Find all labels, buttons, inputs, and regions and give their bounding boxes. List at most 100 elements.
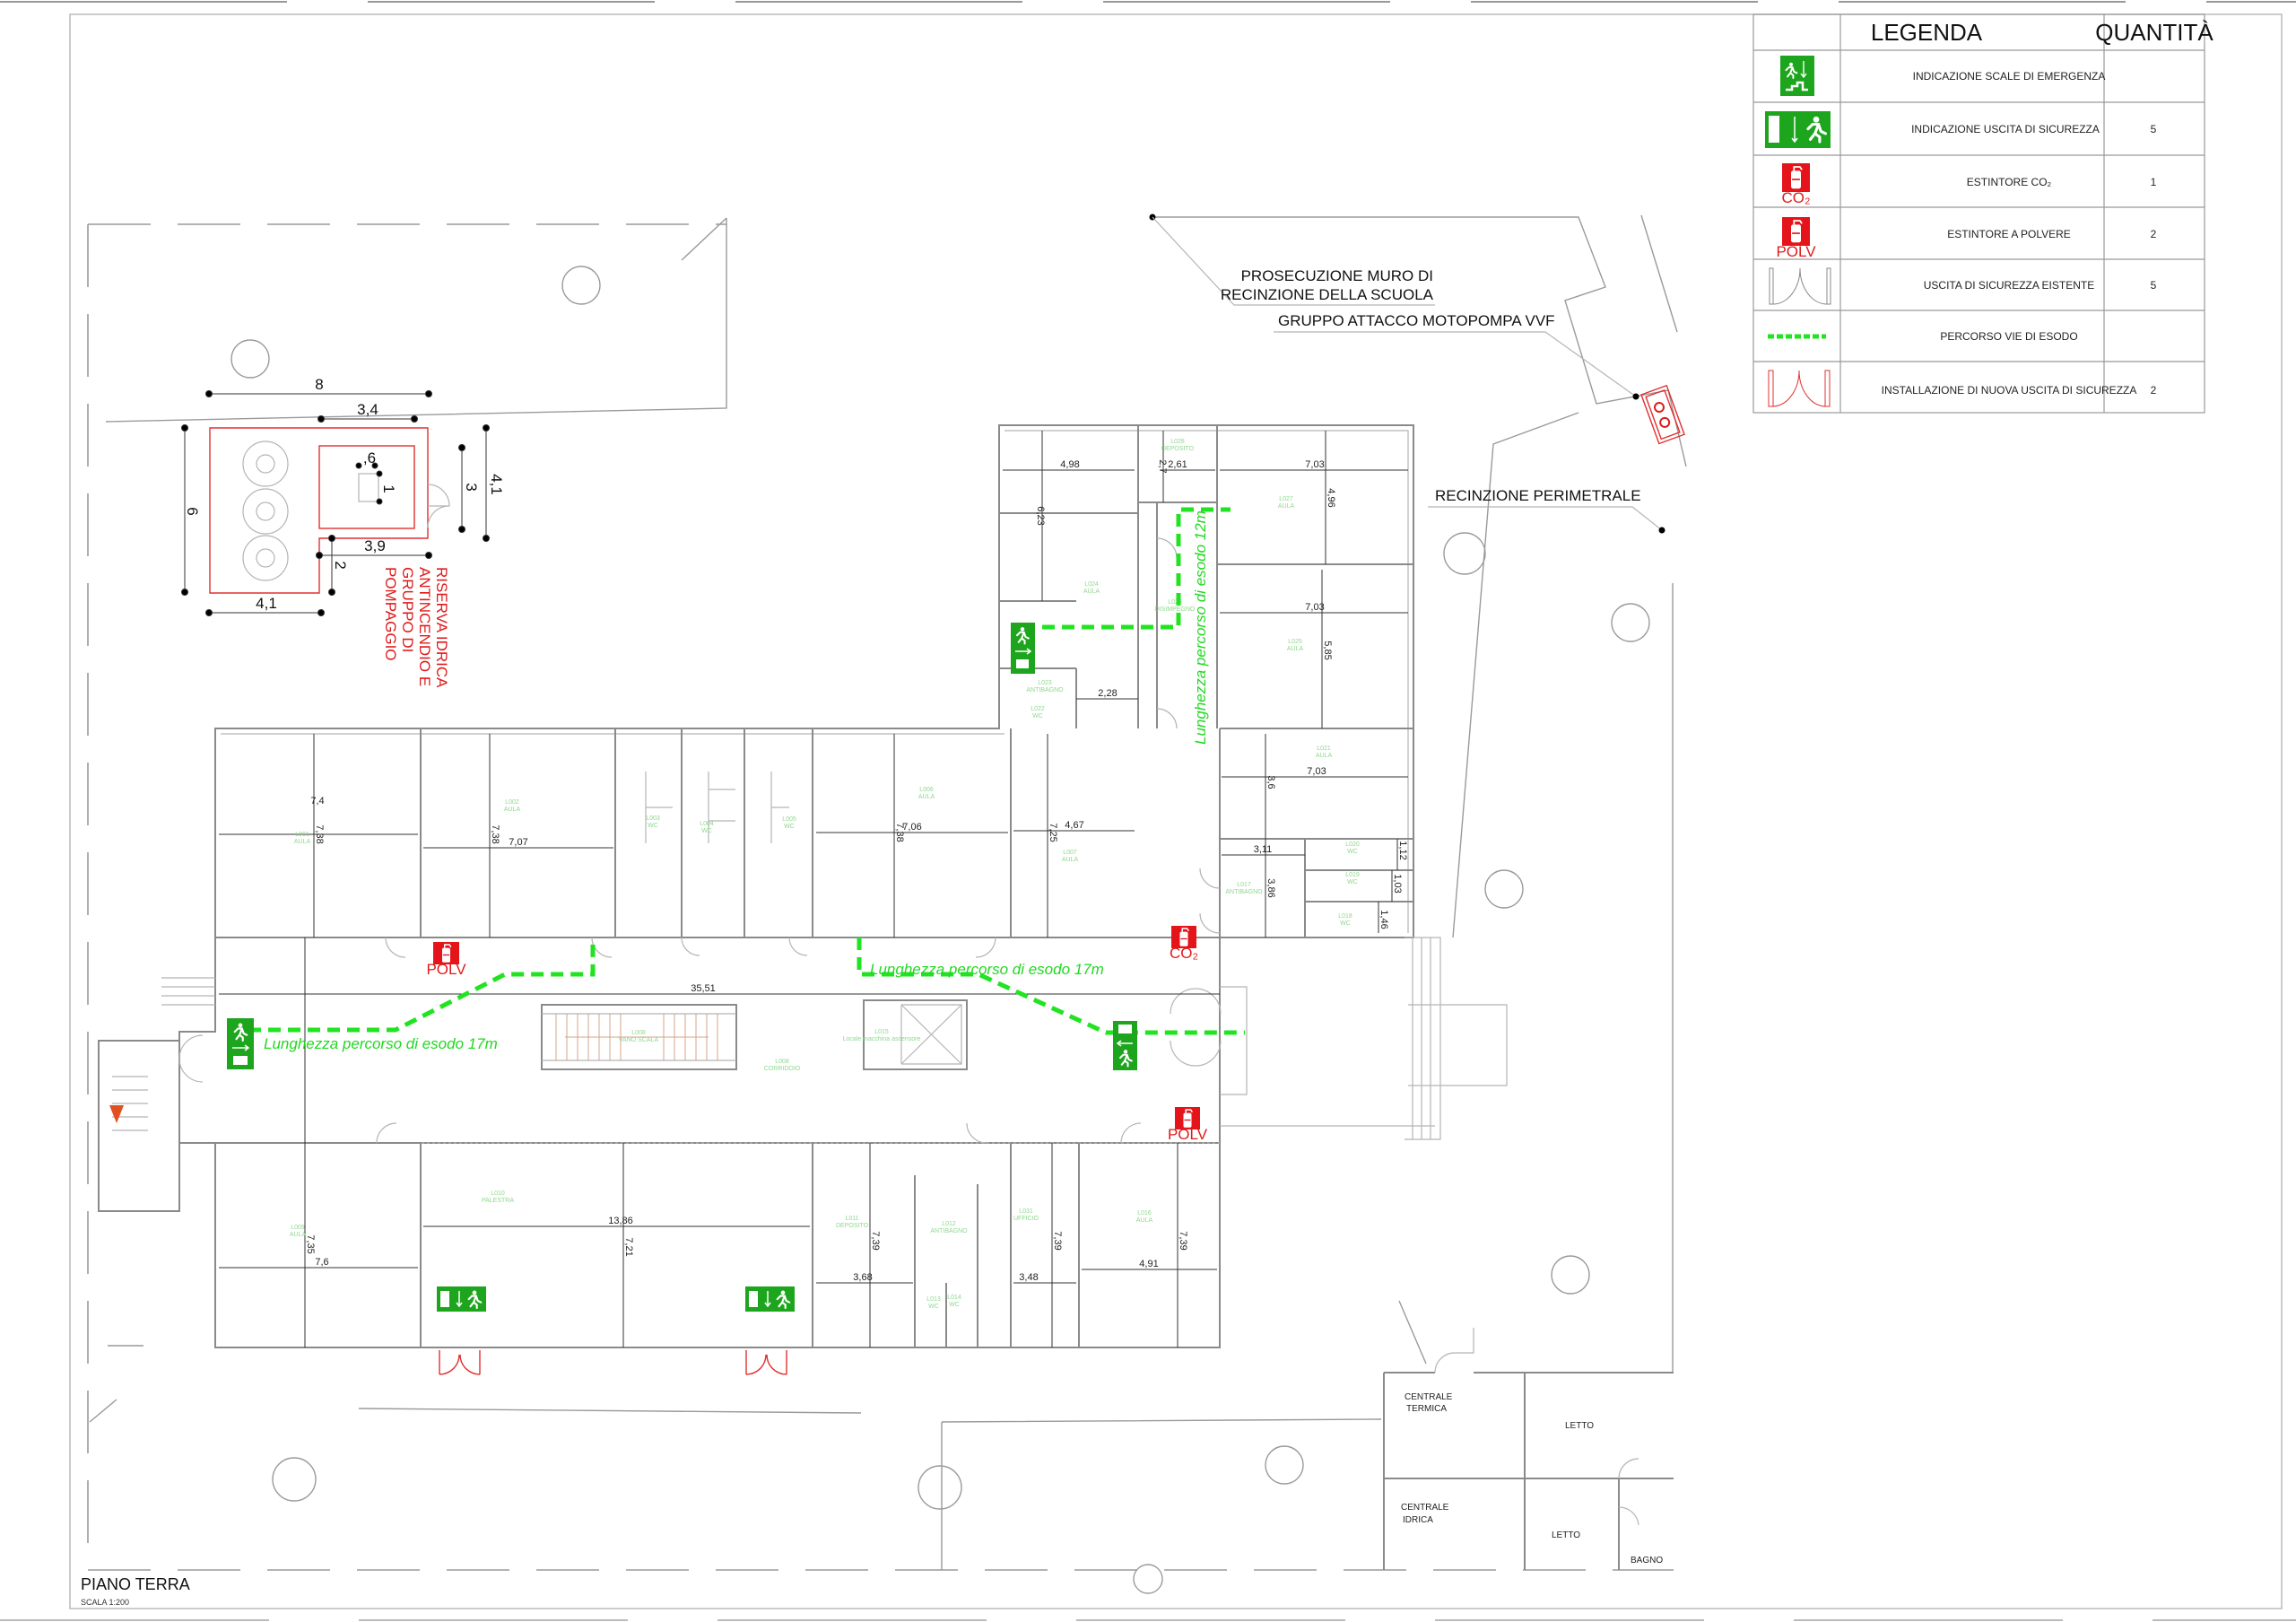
escape-length-label: Lunghezza percorso di esodo 17m	[264, 1035, 498, 1052]
svg-text:L016: L016	[1137, 1210, 1152, 1216]
co2-extinguisher-icon: CO₂	[1781, 163, 1811, 206]
dimension-label: 7,39	[870, 1231, 881, 1250]
existing-exit-door-icon	[1769, 267, 1831, 305]
svg-text:L026: L026	[1168, 599, 1182, 606]
dimension-label: 3	[463, 483, 480, 491]
svg-text:L007: L007	[1063, 850, 1077, 856]
legend-label: PERCORSO VIE DI ESODO	[1940, 330, 2077, 343]
dimension-label: 7,6	[315, 1257, 328, 1268]
emergency-exit-sign-icon	[1011, 623, 1035, 674]
svg-text:L017: L017	[1237, 882, 1251, 888]
legend-label: USCITA DI SICUREZZA EISTENTE	[1924, 279, 2094, 292]
dimension-label: 3,11	[1254, 844, 1273, 855]
annex-room-label: CENTRALE	[1405, 1392, 1453, 1402]
svg-text:WC: WC	[1032, 713, 1043, 719]
new-exit-door-icon	[1768, 370, 1831, 407]
dimension-label: 35,51	[691, 983, 716, 994]
dimension-label: 6	[184, 507, 201, 515]
legend-table: LEGENDA QUANTITÀ CO₂ POLV INDICAZION	[1752, 13, 2213, 414]
escape-length-label: Lunghezza percorso di esodo 12m	[1192, 510, 1209, 745]
svg-text:WC: WC	[928, 1304, 939, 1310]
svg-text:GRUPPO DI: GRUPPO DI	[399, 567, 416, 652]
tree-icon	[1133, 1564, 1163, 1594]
svg-text:WC: WC	[648, 823, 658, 829]
svg-text:ANTIBAGNO: ANTIBAGNO	[1026, 687, 1064, 693]
svg-text:AULA: AULA	[290, 1232, 307, 1238]
svg-text:WC: WC	[784, 824, 795, 830]
svg-text:AULA: AULA	[1316, 753, 1333, 759]
annex-room-label: CENTRALE	[1401, 1503, 1449, 1513]
svg-text:WC: WC	[949, 1302, 960, 1308]
emergency-exit-sign-icon	[437, 1286, 486, 1312]
svg-text:DEPOSITO: DEPOSITO	[1161, 446, 1195, 452]
dimension-label: 2,61	[1168, 459, 1187, 470]
svg-text:AULA: AULA	[294, 839, 311, 845]
emergency-stairs-sign-icon	[1780, 56, 1814, 96]
tree-icon	[561, 266, 601, 305]
annex-room-label: IDRICA	[1403, 1515, 1433, 1525]
perimeter-fence-note: RECINZIONE PERIMETRALE	[1435, 487, 1641, 504]
legend-title: LEGENDA	[1871, 19, 1983, 46]
svg-text:L013: L013	[926, 1296, 941, 1303]
tree-icon	[1484, 869, 1524, 909]
svg-text:L021: L021	[1317, 746, 1331, 752]
svg-text:WC: WC	[1347, 879, 1358, 885]
escape-route-left	[229, 937, 596, 1033]
annex-room-label: LETTO	[1552, 1530, 1580, 1540]
svg-text:DISIMPEGNO: DISIMPEGNO	[1155, 606, 1196, 613]
powder-extinguisher-icon: POLV	[1776, 217, 1816, 260]
svg-text:AULA: AULA	[1083, 589, 1100, 595]
legend-label: INSTALLAZIONE DI NUOVA USCITA DI SICUREZ…	[1882, 384, 2137, 397]
svg-text:L004: L004	[700, 821, 714, 827]
fire-reserve-pump-station: 8 3,4 ,6 1 3 4,1 6 3,9 2 4,1 RISERVA IDR…	[181, 376, 505, 688]
dimension-label: 2,7	[1157, 459, 1168, 473]
dimension-label: 3,6	[1265, 775, 1276, 789]
trees	[230, 266, 1650, 1594]
escape-length-label: Lunghezza percorso di esodo 17m	[870, 961, 1104, 978]
tree-icon	[1551, 1255, 1590, 1295]
svg-text:AULA: AULA	[1278, 503, 1295, 510]
escape-routes: Lunghezza percorso di esodo 17m Lunghezz…	[229, 507, 1245, 1052]
tree-icon	[1611, 603, 1650, 642]
dimension-label: 4,1	[256, 595, 277, 612]
svg-text:AULA: AULA	[504, 807, 521, 813]
legend-label: ESTINTORE CO₂	[1967, 176, 2052, 188]
svg-text:AULA: AULA	[918, 794, 935, 800]
emergency-exit-sign-icon	[1113, 1021, 1137, 1070]
legend-qty: 2	[2151, 228, 2157, 240]
reserve-note: RISERVA IDRICA ANTINCENDIO E GRUPPO DI P…	[382, 567, 450, 688]
dimension-label: 3,4	[357, 401, 378, 418]
svg-text:L023: L023	[1038, 680, 1052, 686]
dimension-label: 7,07	[509, 837, 527, 848]
annex-room-label: LETTO	[1565, 1421, 1594, 1431]
svg-text:L009: L009	[291, 1225, 305, 1231]
powder-extinguisher-icon: POLV	[1168, 1107, 1208, 1143]
svg-text:L012: L012	[942, 1221, 956, 1227]
svg-text:L011: L011	[845, 1216, 858, 1222]
svg-text:ANTINCENDIO E: ANTINCENDIO E	[416, 567, 433, 686]
svg-text:L018: L018	[1338, 913, 1352, 920]
exit-signs	[227, 623, 1137, 1312]
dimension-label: 4,96	[1326, 488, 1336, 507]
tree-icon	[918, 1465, 962, 1510]
tree-icon	[1265, 1445, 1304, 1485]
dimension-label: 3,86	[1265, 878, 1276, 897]
